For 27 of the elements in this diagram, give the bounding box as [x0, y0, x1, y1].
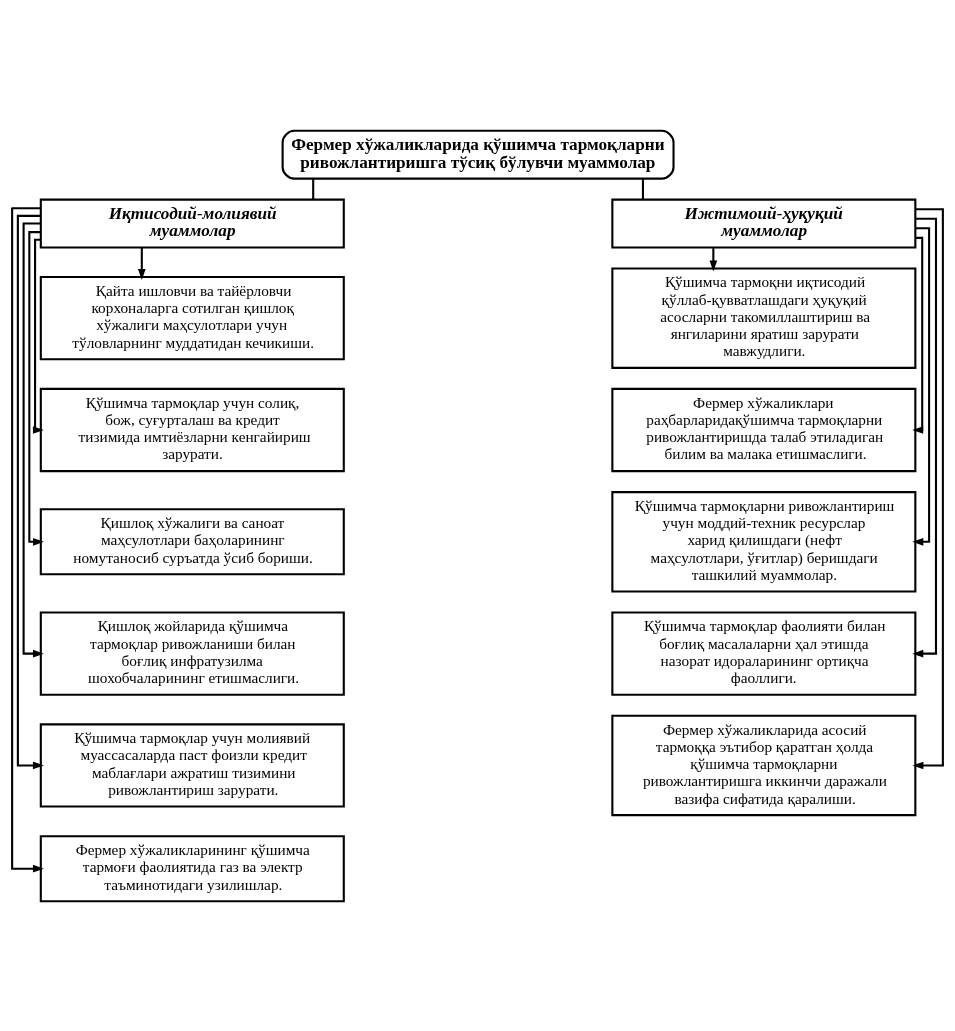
node-box: Ижтимоий-ҳуқуқий муаммолар — [611, 198, 917, 248]
arrow — [912, 207, 944, 769]
arrow — [709, 247, 718, 271]
arrow — [32, 238, 44, 434]
arrow — [16, 214, 44, 769]
arrow — [11, 206, 44, 872]
arrow — [138, 247, 146, 280]
node-box: Фермер хўжаликларида қўшимча тармоқларни ривожлантиришга тўсиқ бўлувчи муаммолар — [281, 129, 675, 180]
arrow — [912, 217, 938, 657]
node-box: Қўшимча тармоқлар фаолияти билан боғлиқ масалаларни ҳал этишда назорат идораларининг ортиқча фаоллиги. — [611, 611, 917, 696]
node-box: Фермер хўжаликларининг қўшимча тармоғи фаолиятида газ ва электр таъминотидаги узилишлар. — [39, 834, 345, 902]
arrow — [22, 222, 44, 657]
connector — [641, 178, 644, 199]
node-box: Қўшимча тармоқлар учун солиқ, бож, суғурталаш ва кредит тизимида имтиёзларни кенгайириш зарурати. — [39, 387, 345, 472]
node-box: Қўшимча тармоқни иқтисодий қўллаб-қувватлашдаги ҳуқуқий асосларни такомиллаштириш ва янгиларини яратиш зарурати мавжудлиги. — [611, 266, 917, 369]
arrow — [912, 236, 924, 434]
node-box: Қўшимча тармоқларни ривожлантириш учун моддий-техник ресурслар харид қилишдаги (нефт маҳсулотлари, ўғитлар) беришдаги ташкилий муаммолар. — [611, 490, 917, 593]
node-box: Қайта ишловчи ва тайёрловчи корхоналарга сотилган қишлоқ хўжалиги маҳсулотлари учун тўловларнинг муддатидан кечикиши. — [39, 275, 345, 360]
connector — [312, 178, 315, 199]
node-box: Қишлоқ жойларида қўшимча тармоқлар ривожланиши билан боғлиқ инфратузилма шохобчаларининг етишмаслиги. — [39, 611, 345, 696]
node-box: Қишлоқ хўжалиги ва саноат маҳсулотлари баҳоларининг номутаносиб суръатда ўсиб бориши. — [39, 507, 345, 575]
node-box: Фермер хўжаликлари раҳбарларидақўшимча тармоқларни ривожлантиришда талаб этиладиган билим ва малака етишмаслиги. — [611, 387, 917, 472]
node-box: Фермер хўжаликларида асосий тармоққа эътибор қаратган ҳолда қўшимча тармоқларни ривожлантиришга иккинчи даражали вазифа сифатида қаралиши. — [611, 714, 917, 816]
node-box: Қўшимча тармоқлар учун молиявий муассасаларда паст фоизли кредит маблағлари ажратиш тизимини ривожлантириш зарурати. — [39, 722, 345, 808]
arrow — [28, 230, 44, 546]
node-box: Иқтисодий-молиявий муаммолар — [39, 198, 345, 248]
arrow — [912, 226, 931, 546]
